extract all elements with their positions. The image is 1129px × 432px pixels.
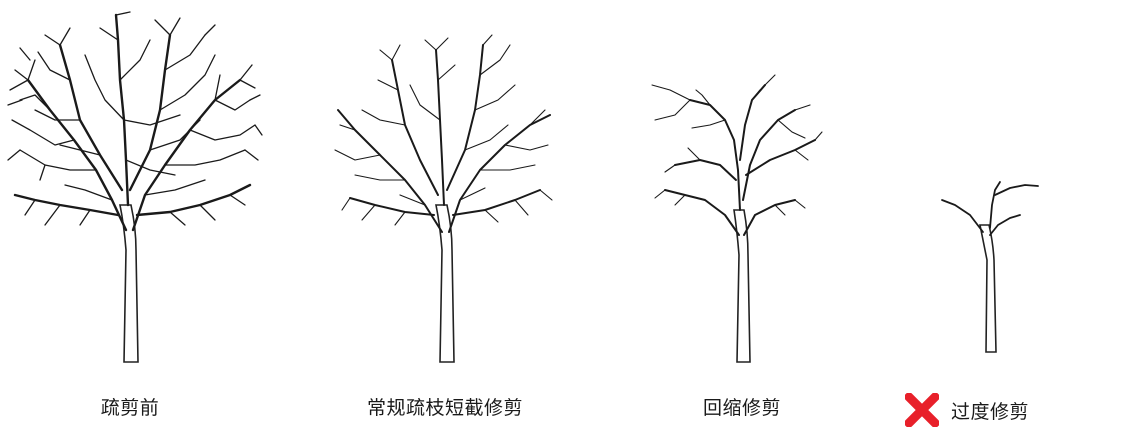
label-excessive-pruning: 过度修剪 bbox=[904, 392, 1030, 428]
tree-before-pruning bbox=[0, 0, 270, 370]
label-before-pruning: 疏剪前 bbox=[100, 397, 160, 419]
tree-retract-pruning bbox=[630, 0, 840, 370]
label-retract-pruning: 回缩修剪 bbox=[702, 397, 782, 419]
label-regular-pruning: 常规疏枝短截修剪 bbox=[366, 397, 524, 419]
tree-retract-illustration bbox=[651, 74, 823, 363]
label-excessive-text: 过度修剪 bbox=[950, 400, 1030, 423]
tree-excessive-pruning bbox=[920, 0, 1060, 370]
tree-before-illustration bbox=[7, 11, 263, 363]
tree-excessive-illustration bbox=[941, 181, 1039, 353]
tree-regular-illustration bbox=[334, 34, 553, 363]
tree-regular-pruning bbox=[320, 0, 570, 370]
red-x-icon bbox=[904, 392, 940, 428]
